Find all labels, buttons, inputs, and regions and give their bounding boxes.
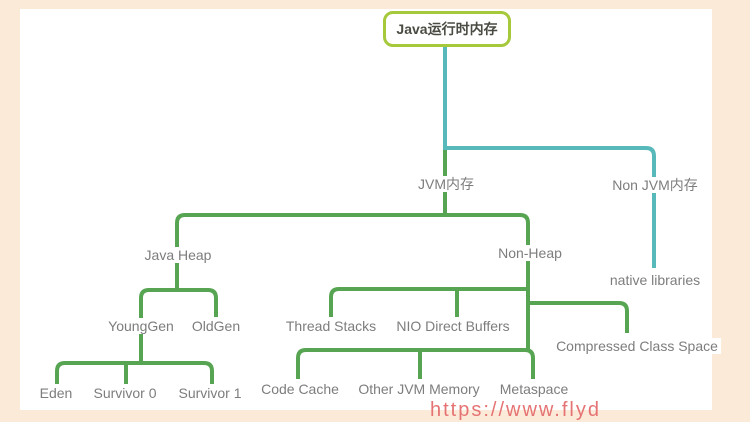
edge-nonheap-compressed [528, 301, 629, 333]
watermark-url: https://www.flyd [430, 399, 601, 421]
edge-nonheap-threadstacks [329, 287, 528, 317]
node-code-cache: Code Cache [258, 381, 342, 397]
green-branches [55, 150, 629, 384]
node-oldgen: OldGen [188, 318, 244, 334]
connector-lines [55, 47, 656, 384]
mindmap-stage: Java运行时内存 JVM内存 Non JVM内存 Java Heap Non-… [36, 11, 721, 421]
teal-branches [443, 47, 656, 268]
node-jvm-memory: JVM内存 [415, 176, 477, 192]
node-non-jvm-memory: Non JVM内存 [609, 177, 701, 193]
node-other-jvm-memory: Other JVM Memory [355, 381, 483, 397]
node-java-runtime-memory-label: Java运行时内存 [396, 21, 498, 37]
edge-javaheap-younggen [139, 288, 177, 363]
node-non-heap: Non-Heap [495, 245, 565, 261]
node-nio-direct-buffers: NIO Direct Buffers [393, 318, 513, 334]
node-thread-stacks: Thread Stacks [282, 318, 380, 334]
node-native-libraries: native libraries [606, 272, 704, 288]
node-java-runtime-memory: Java运行时内存 [383, 11, 511, 47]
node-younggen: YoungGen [105, 318, 177, 334]
node-compressed-class-space: Compressed Class Space [553, 338, 721, 354]
edge-root-nonjvm [445, 146, 656, 268]
node-survivor-1: Survivor 1 [175, 385, 245, 401]
edge-nonheap-bottomrow-arch [296, 348, 535, 379]
node-metaspace: Metaspace [496, 381, 572, 397]
edge-javaheap-oldgen [177, 288, 218, 317]
edge-jvm-javaheap [175, 213, 445, 290]
node-survivor-0: Survivor 0 [90, 385, 160, 401]
edge-younggen-children-arch [55, 361, 214, 384]
edge-jvm-nonheap [445, 213, 530, 350]
node-java-heap: Java Heap [141, 247, 215, 263]
node-eden: Eden [36, 385, 76, 401]
